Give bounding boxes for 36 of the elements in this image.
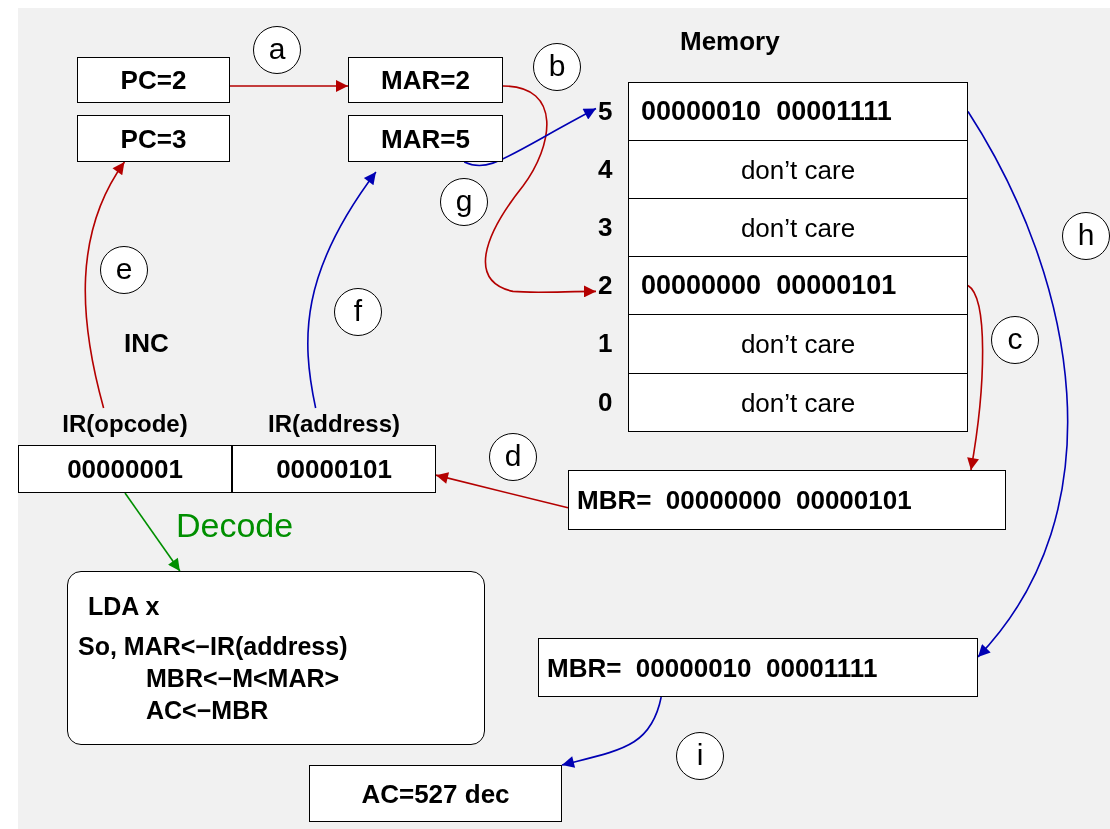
register-box: AC=527 dec bbox=[309, 765, 562, 822]
register-cell: 00000101 bbox=[232, 445, 436, 493]
arrow bbox=[124, 492, 181, 572]
arrow bbox=[84, 161, 126, 409]
arrow bbox=[561, 696, 662, 768]
memory-cell: don’t care bbox=[628, 140, 968, 199]
address-number: 3 bbox=[598, 214, 613, 240]
edge-label: Decode bbox=[176, 508, 294, 542]
register-cell: 00000001 bbox=[18, 445, 232, 493]
address-number: 2 bbox=[598, 272, 613, 298]
arrow bbox=[307, 171, 377, 409]
register-box: PC=3 bbox=[77, 115, 230, 162]
instruction-box: LDA x So, MAR<−IR(address) MBR<−M<MAR> AC<−MBR bbox=[67, 571, 485, 745]
operation-label: INC bbox=[124, 330, 169, 356]
arrow bbox=[229, 80, 349, 92]
address-number: 5 bbox=[598, 98, 613, 124]
arrow bbox=[484, 85, 597, 298]
arrow bbox=[967, 284, 984, 471]
memory-cell: 00000000 00000101 bbox=[628, 256, 968, 315]
register-box: MBR= 00000010 00001111 bbox=[538, 638, 978, 697]
memory-cell: 00000010 00001111 bbox=[628, 82, 968, 141]
address-number: 0 bbox=[598, 389, 613, 415]
arrow bbox=[435, 472, 569, 509]
address-number: 4 bbox=[598, 156, 613, 182]
address-number: 1 bbox=[598, 330, 613, 356]
register-box: MAR=2 bbox=[348, 57, 503, 103]
memory-heading: Memory bbox=[680, 28, 780, 54]
register-box: MAR=5 bbox=[348, 115, 503, 162]
arrow bbox=[967, 110, 1068, 658]
memory-cell: don’t care bbox=[628, 198, 968, 257]
register-box: MBR= 00000000 00000101 bbox=[568, 470, 1006, 530]
register-box: PC=2 bbox=[77, 57, 230, 103]
register-heading: IR(address) bbox=[266, 412, 401, 436]
memory-cell: don’t care bbox=[628, 373, 968, 432]
register-heading: IR(opcode) bbox=[61, 412, 189, 436]
memory-cell: don’t care bbox=[628, 314, 968, 374]
